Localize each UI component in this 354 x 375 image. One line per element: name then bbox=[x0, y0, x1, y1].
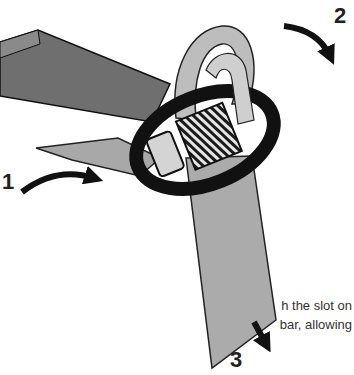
dark-strap-fold bbox=[0, 30, 40, 58]
strap-loop-front bbox=[206, 53, 254, 124]
arrow-1 bbox=[22, 174, 94, 192]
callout-number: 3 bbox=[230, 348, 242, 372]
instruction-text: h the slot on bar, allowing bbox=[262, 296, 352, 334]
callout-number: 2 bbox=[334, 4, 346, 28]
arrow-2 bbox=[284, 26, 330, 56]
dark-strap bbox=[0, 30, 170, 122]
buckle bbox=[122, 72, 288, 208]
arrow-3 bbox=[254, 322, 266, 344]
callout-number: 1 bbox=[2, 170, 14, 194]
